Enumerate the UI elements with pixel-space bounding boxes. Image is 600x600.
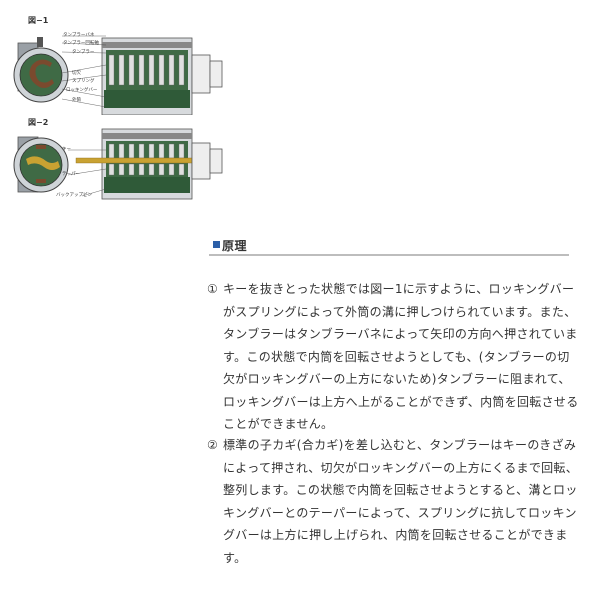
figure-1: 図−1 (6, 15, 231, 115)
section-title: 原理 (222, 239, 248, 253)
callout-backup-pin: バックアップピン (56, 193, 92, 198)
paragraph-number: ① (207, 282, 218, 296)
figure-2-diagram (13, 128, 223, 200)
figure-1-label: 図−1 (28, 16, 49, 25)
paragraph-number: ② (207, 438, 218, 452)
callout-spring: スプリング (72, 79, 95, 84)
callout-tumbler: タンブラー (72, 50, 95, 55)
callout-taper: テーパー (62, 172, 80, 177)
figure-2: 図−2 (6, 117, 231, 210)
figure-1-diagram (13, 35, 223, 115)
paragraph-text: キーを抜きとった状態では図ー1に示すように、ロッキングバーがスプリングによって外… (223, 282, 579, 431)
callout-tumbler-spring: タンブラーバネ (63, 33, 95, 38)
callout-key: キー (62, 147, 71, 152)
callout-tumbler-axis: タンブラー回転軸 (63, 41, 99, 46)
section-heading: 原理 (209, 236, 569, 256)
callout-outer-cylinder: 外筒 (72, 98, 81, 103)
callout-locking-bar: ロッキングバー (66, 88, 98, 93)
principle-paragraph-2: ② 標準の子カギ(合カギ)を差し込むと、タンブラーはキーのきざみによって押され、… (207, 434, 579, 569)
paragraph-text: 標準の子カギ(合カギ)を差し込むと、タンブラーはキーのきざみによって押され、切欠… (223, 438, 579, 565)
figure-2-label: 図−2 (28, 118, 49, 127)
principle-paragraph-1: ① キーを抜きとった状態では図ー1に示すように、ロッキングバーがスプリングによっ… (207, 278, 579, 436)
callout-notch: 切欠 (72, 71, 81, 76)
heading-marker-icon (213, 241, 220, 248)
